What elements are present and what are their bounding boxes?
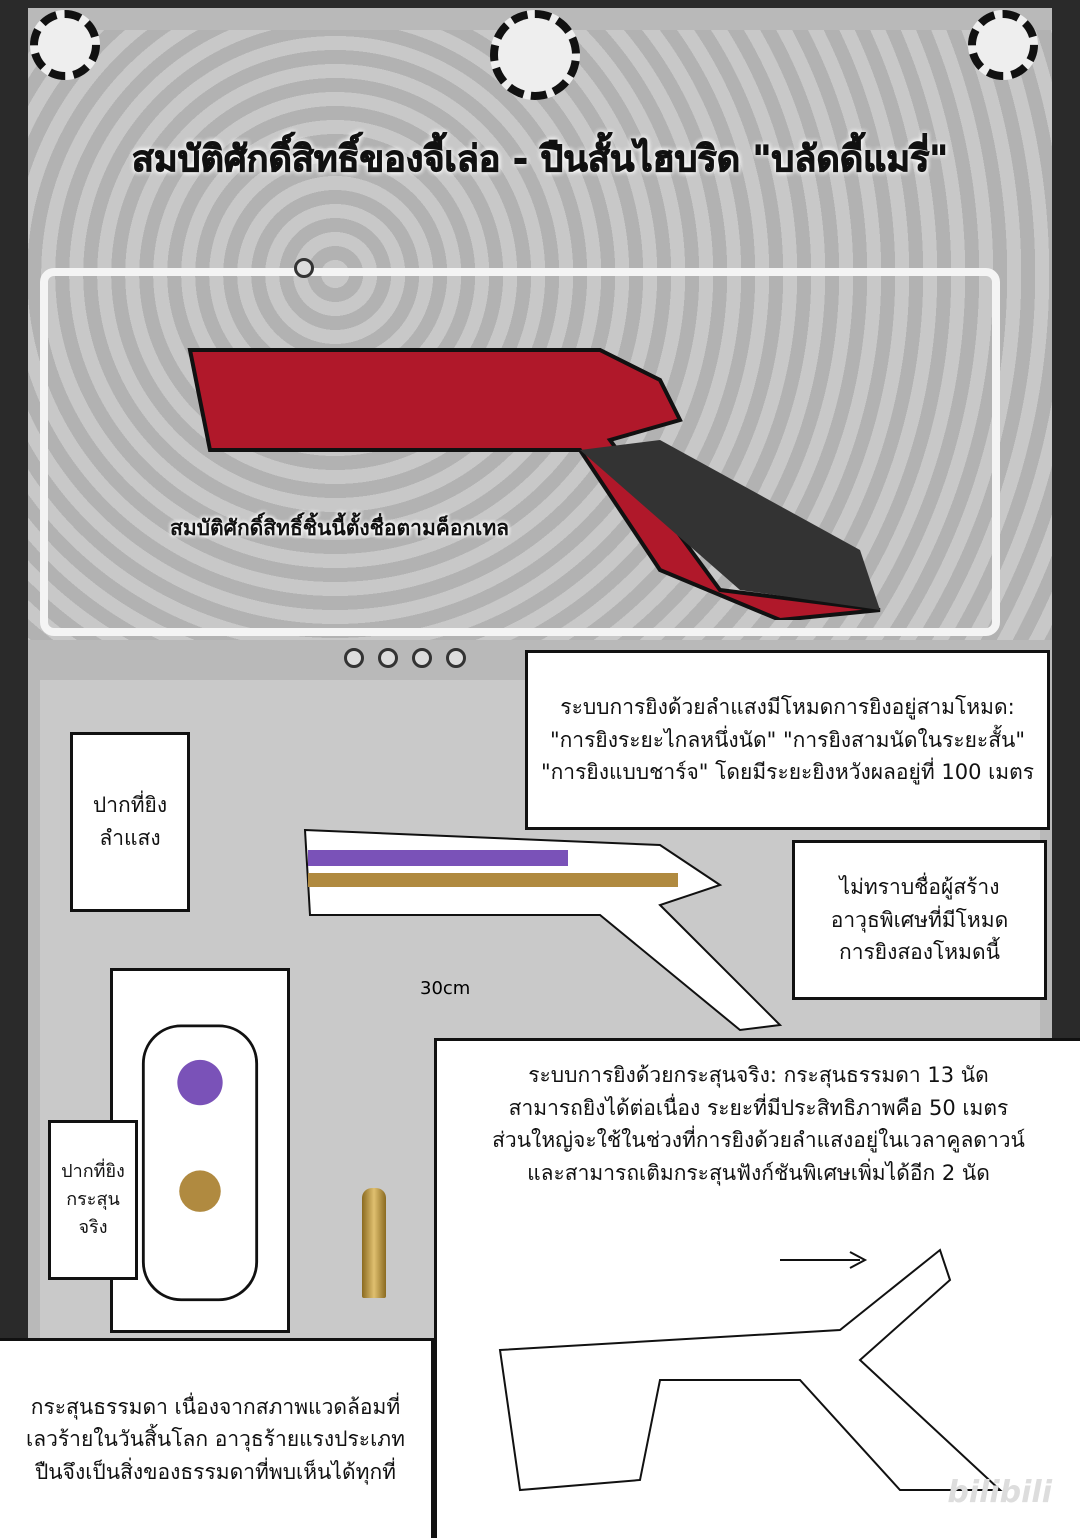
- watermark-logo: bilibili: [947, 1475, 1052, 1510]
- rivet: [294, 258, 314, 278]
- rivet: [446, 648, 466, 668]
- text-line: อาวุธพิเศษที่มีโหมด: [830, 907, 1009, 932]
- text-line: การยิงสองโหมดนี้: [839, 940, 1000, 965]
- beam-muzzle-label: ปากที่ยิง ลำแสง: [70, 732, 190, 912]
- beam-system-box: ระบบการยิงด้วยลำแสงมีโหมดการยิงอยู่สามโห…: [525, 650, 1050, 830]
- text-line: และสามารถเติมกระสุนฟังก์ชันพิเศษเพิ่มได้…: [527, 1160, 990, 1185]
- gear-icon: [490, 10, 580, 100]
- text-line: ระบบการยิงด้วยลำแสงมีโหมดการยิงอยู่สามโห…: [560, 695, 1015, 720]
- text-line: ลำแสง: [99, 826, 161, 850]
- text-line: เลวร้ายในวันสิ้นโลก อาวุธร้ายแรงประเภท: [26, 1427, 405, 1452]
- top-panel: [28, 30, 1052, 640]
- text-line: ระบบการยิงด้วยกระสุนจริง: กระสุนธรรมดา 1…: [528, 1063, 989, 1087]
- text-line: ปากที่ยิง: [61, 1161, 125, 1183]
- creator-box: ไม่ทราบชื่อผู้สร้าง อาวุธพิเศษที่มีโหมด …: [792, 840, 1047, 1000]
- text-line: จริง: [78, 1216, 108, 1238]
- text-line: กระสุน: [66, 1189, 120, 1211]
- rivet: [412, 648, 432, 668]
- page-title: สมบัติศักดิ์สิทธิ์ของจี้เล่อ - ปืนสั้นไฮ…: [131, 139, 949, 181]
- bullet-illustration: [362, 1188, 386, 1298]
- pipe-frame: [40, 268, 1000, 636]
- text-line: ปืนจึงเป็นสิ่งของธรรมดาที่พบเห็นได้ทุกที…: [34, 1459, 397, 1484]
- text-line: "การยิงแบบชาร์จ" โดยมีระยะยิงหวังผลอยู่ท…: [540, 760, 1035, 785]
- gear-icon: [30, 10, 100, 80]
- text-line: สามารถยิงได้ต่อเนื่อง ระยะที่มีประสิทธิภ…: [508, 1095, 1009, 1120]
- text-line: "การยิงระยะไกลหนึ่งนัด" "การยิงสามนัดในร…: [549, 727, 1026, 752]
- rivet: [378, 648, 398, 668]
- text-line: ไม่ทราบชื่อผู้สร้าง: [839, 875, 1000, 900]
- ammo-note-box: กระสุนธรรมดา เนื่องจากสภาพแวดล้อมที่ เลว…: [0, 1338, 434, 1538]
- name-caption: สมบัติศักดิ์สิทธิ์ชิ้นนี้ตั้งชื่อตามค็อก…: [170, 516, 510, 540]
- rivet: [344, 648, 364, 668]
- red-gun-illustration: [187, 348, 881, 620]
- bullet-muzzle-label: ปากที่ยิง กระสุน จริง: [48, 1120, 138, 1280]
- text-line: กระสุนธรรมดา เนื่องจากสภาพแวดล้อมที่: [30, 1394, 401, 1419]
- text-line: ส่วนใหญ่จะใช้ในช่วงที่การยิงด้วยลำแสงอยู…: [492, 1128, 1025, 1153]
- gun-schematic: [303, 828, 783, 1032]
- text-line: ปากที่ยิง: [92, 793, 168, 818]
- length-label: 30cm: [420, 978, 471, 999]
- reload-diagram: [498, 1248, 1003, 1492]
- gear-icon: [968, 10, 1038, 80]
